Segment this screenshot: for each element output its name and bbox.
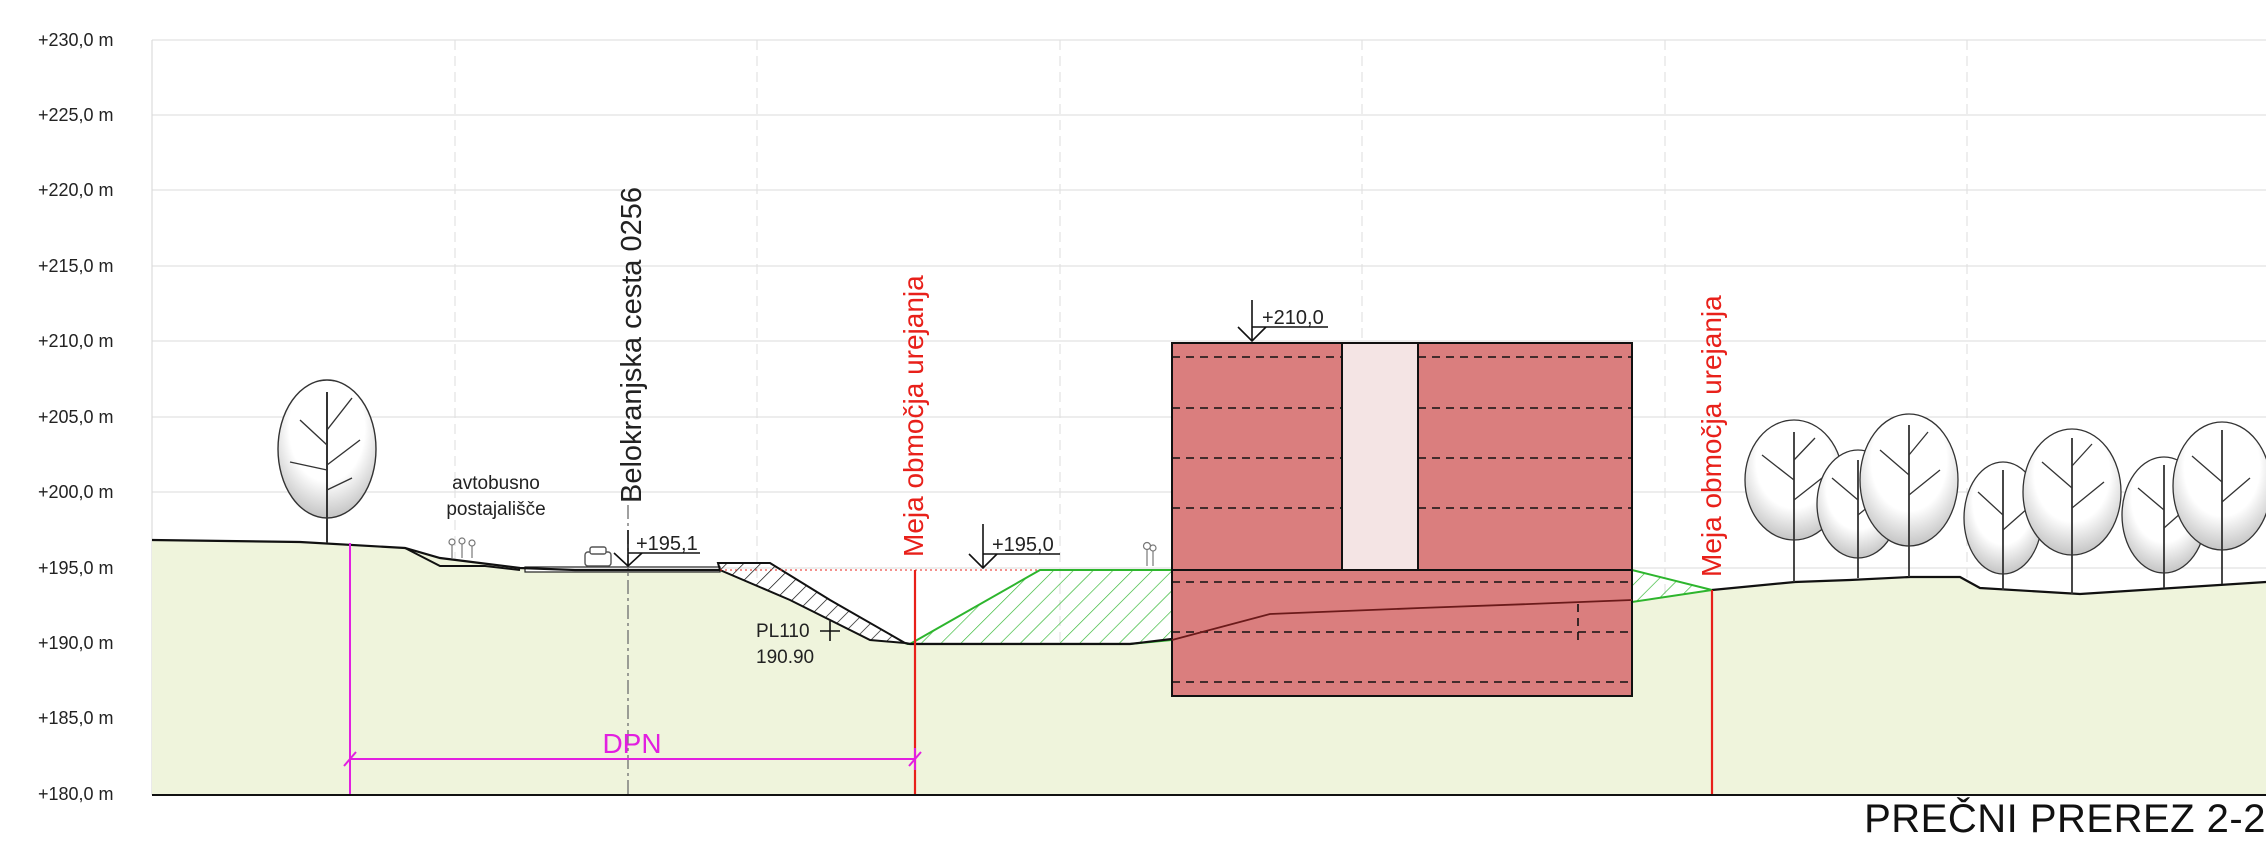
elevation-label: +220,0 m — [38, 180, 114, 200]
level-marker-road — [613, 530, 700, 568]
elevation-label: +200,0 m — [38, 482, 114, 502]
dpn-dimension — [343, 543, 922, 795]
tree-row — [1744, 413, 2266, 594]
level-marker-building — [1237, 300, 1328, 343]
original-terrain-line — [1171, 599, 1633, 641]
boundary-label-right: Meja območja urejanja — [1696, 295, 1727, 577]
elevation-label: +215,0 m — [38, 256, 114, 276]
level-label-road: +195,1 — [636, 533, 698, 555]
bus-stop-platform — [404, 547, 521, 571]
elevation-label: +180,0 m — [38, 784, 114, 804]
dpn-label: DPN — [602, 728, 661, 759]
elevation-label: +225,0 m — [38, 105, 114, 125]
survey-point-marker — [820, 621, 840, 641]
section-title: PREČNI PREREZ 2-2 — [1864, 797, 2266, 841]
elevation-label: +205,0 m — [38, 407, 114, 427]
tree-icon — [2172, 421, 2266, 584]
tree-icon — [2022, 428, 2122, 594]
building-core — [1341, 342, 1419, 571]
tree-icon — [277, 379, 377, 543]
elevation-label: +190,0 m — [38, 633, 114, 653]
people-icon — [448, 537, 476, 558]
survey-point-value: 190.90 — [756, 647, 814, 668]
elevation-label: +195,0 m — [38, 558, 114, 578]
elevation-labels: +230,0 m +225,0 m +220,0 m +215,0 m +210… — [38, 30, 114, 804]
car-icon — [584, 546, 612, 567]
person-icon — [1142, 541, 1157, 566]
elevation-label: +230,0 m — [38, 30, 114, 50]
road-name-label: Belokranjska cesta 0256 — [616, 187, 648, 503]
level-label-building: +210,0 — [1262, 307, 1324, 329]
bus-stop-label-line2: postajališče — [446, 499, 545, 520]
bus-stop-label-line1: avtobusno — [452, 473, 540, 494]
road-embankment — [716, 562, 906, 644]
tree-icon — [1859, 413, 1959, 577]
elevation-label: +185,0 m — [38, 708, 114, 728]
boundary-label-left: Meja območja urejanja — [898, 275, 929, 557]
fill-zone-left — [906, 569, 1173, 645]
level-label-plain: +195,0 — [992, 534, 1054, 556]
elevation-label: +210,0 m — [38, 331, 114, 351]
building — [1171, 342, 1633, 697]
survey-point-code: PL110 — [756, 621, 810, 642]
level-marker-plain — [968, 524, 1060, 570]
